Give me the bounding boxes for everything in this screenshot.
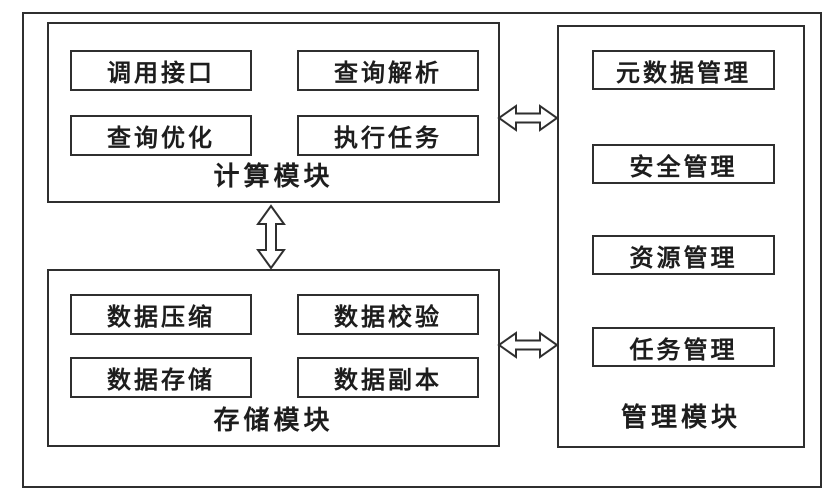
box-query-parsing: 查询解析: [297, 50, 479, 91]
box-task-manage: 任务管理: [592, 327, 775, 367]
double-arrow-icon-storage-manage: [497, 330, 559, 360]
box-data-verify: 数据校验: [297, 294, 479, 335]
box-data-store: 数据存储: [70, 357, 252, 398]
box-resource-manage: 资源管理: [592, 235, 775, 275]
module-manage: 元数据管理 安全管理 资源管理 任务管理 管理模块: [557, 25, 805, 448]
module-manage-label: 管理模块: [620, 403, 741, 432]
box-data-replica: 数据副本: [297, 357, 479, 398]
double-arrow-icon-compute-manage: [497, 103, 559, 133]
box-execute-task: 执行任务: [297, 115, 479, 156]
box-data-compress: 数据压缩: [70, 294, 252, 335]
double-arrow-icon-compute-storage: [254, 204, 288, 270]
module-compute: 调用接口 查询解析 查询优化 执行任务 计算模块: [47, 22, 500, 203]
module-compute-label: 计算模块: [213, 162, 334, 191]
module-storage-label: 存储模块: [213, 406, 334, 435]
box-call-interface: 调用接口: [70, 50, 252, 91]
box-metadata-manage: 元数据管理: [592, 50, 775, 90]
box-security-manage: 安全管理: [592, 144, 775, 184]
box-query-optimize: 查询优化: [70, 115, 252, 156]
module-storage: 数据压缩 数据校验 数据存储 数据副本 存储模块: [47, 269, 500, 447]
